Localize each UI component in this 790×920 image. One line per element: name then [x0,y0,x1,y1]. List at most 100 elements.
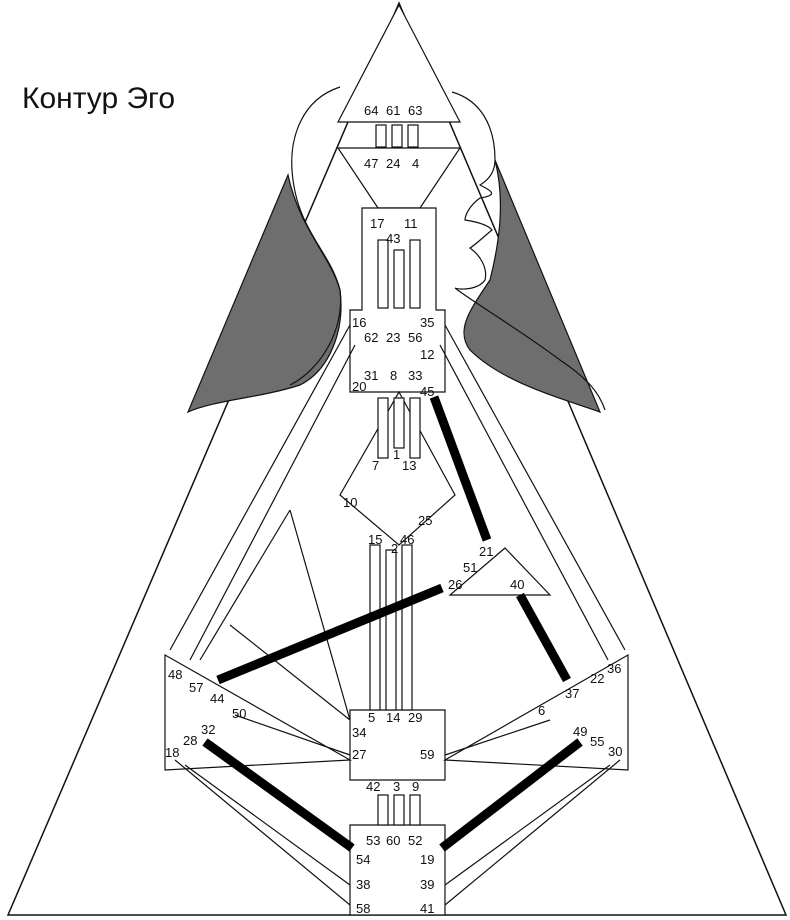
gate-35: 35 [420,315,434,330]
gate-2: 2 [391,541,398,556]
gate-42: 42 [366,779,380,794]
gate-34: 34 [352,725,366,740]
gate-31: 31 [364,368,378,383]
gate-11: 11 [404,216,418,231]
gate-16: 16 [352,315,366,330]
gate-3: 3 [393,779,400,794]
gate-46: 46 [400,532,414,547]
channel-3-60 [393,794,405,826]
gate-22: 22 [590,671,604,686]
active-channel-32-54 [202,738,355,852]
gate-17: 17 [370,216,384,231]
channel-38-28 [184,764,351,886]
channel-20-34 [229,624,351,721]
gate-43: 43 [386,231,400,246]
channel-11-56 [409,239,421,309]
active-channel-45-21 [429,395,492,542]
head-center[interactable] [337,3,461,123]
channel-7-31 [377,397,389,459]
gate-54: 54 [356,852,370,867]
gate-18: 18 [165,745,179,760]
gate-61: 61 [386,103,400,118]
gate-26: 26 [448,577,462,592]
gate-44: 44 [210,691,224,706]
gate-49: 49 [573,724,587,739]
gate-4: 4 [412,156,419,171]
gate-5: 5 [368,710,375,725]
gate-38: 38 [356,877,370,892]
gate-1: 1 [393,447,400,462]
channel-30-41 [444,759,621,906]
channel-55-39 [444,764,611,886]
gate-60: 60 [386,833,400,848]
gate-48: 48 [168,667,182,682]
channel-42-53 [377,794,389,826]
ego-center[interactable] [448,547,552,596]
active-channel-40-37 [516,592,571,683]
channel-18-58 [174,759,351,906]
gate-7: 7 [372,458,379,473]
gate-63: 63 [408,103,422,118]
gate-8: 8 [390,368,397,383]
gate-32: 32 [201,722,215,737]
channel-5-15 [369,544,381,711]
gate-36: 36 [607,661,621,676]
solar-plexus-center[interactable] [442,653,629,771]
gate-29: 29 [408,710,422,725]
gate-21: 21 [479,544,493,559]
gate-13: 13 [402,458,416,473]
gate-25: 25 [418,513,432,528]
gate-24: 24 [386,156,400,171]
gate-30: 30 [608,744,622,759]
channel-63-4 [407,124,419,148]
gate-45: 45 [420,384,434,399]
gate-51: 51 [463,560,477,575]
gate-57: 57 [189,680,203,695]
gate-53: 53 [366,833,380,848]
channel-10-34 [289,509,351,721]
channel-9-52 [409,794,421,826]
gate-56: 56 [408,330,422,345]
channel-59-6 [444,719,551,756]
channel-16-48 [169,324,351,651]
gate-23: 23 [386,330,400,345]
channel-61-24 [391,124,403,148]
gate-39: 39 [420,877,434,892]
sacral-center[interactable] [349,709,446,781]
gate-40: 40 [510,577,524,592]
channel-20-57 [189,344,356,661]
channel-29-46 [401,544,413,711]
gate-47: 47 [364,156,378,171]
active-channel-49-19 [439,738,583,852]
channel-50-27 [234,714,351,756]
g-center[interactable] [339,390,456,546]
gate-20: 20 [352,379,366,394]
gate-59: 59 [420,747,434,762]
gate-55: 55 [590,734,604,749]
gate-10: 10 [343,495,357,510]
gate-37: 37 [565,686,579,701]
channel-17-62 [377,239,389,309]
gate-27: 27 [352,747,366,762]
channel-12-22 [439,344,609,661]
channel-35-36 [444,324,626,651]
gate-9: 9 [412,779,419,794]
gate-15: 15 [368,532,382,547]
gate-62: 62 [364,330,378,345]
gate-19: 19 [420,852,434,867]
gate-58: 58 [356,901,370,916]
channel-1-8 [393,397,405,449]
gate-52: 52 [408,833,422,848]
gate-50: 50 [232,706,246,721]
chart-title: Контур Эго [22,82,176,115]
gate-41: 41 [420,901,434,916]
channel-10-57 [199,509,291,661]
head-silhouette [289,86,606,411]
channel-14-2 [385,549,397,711]
channel-64-47 [375,124,387,148]
gate-64: 64 [364,103,378,118]
gate-28: 28 [183,733,197,748]
active-channel-26-44 [216,583,444,685]
